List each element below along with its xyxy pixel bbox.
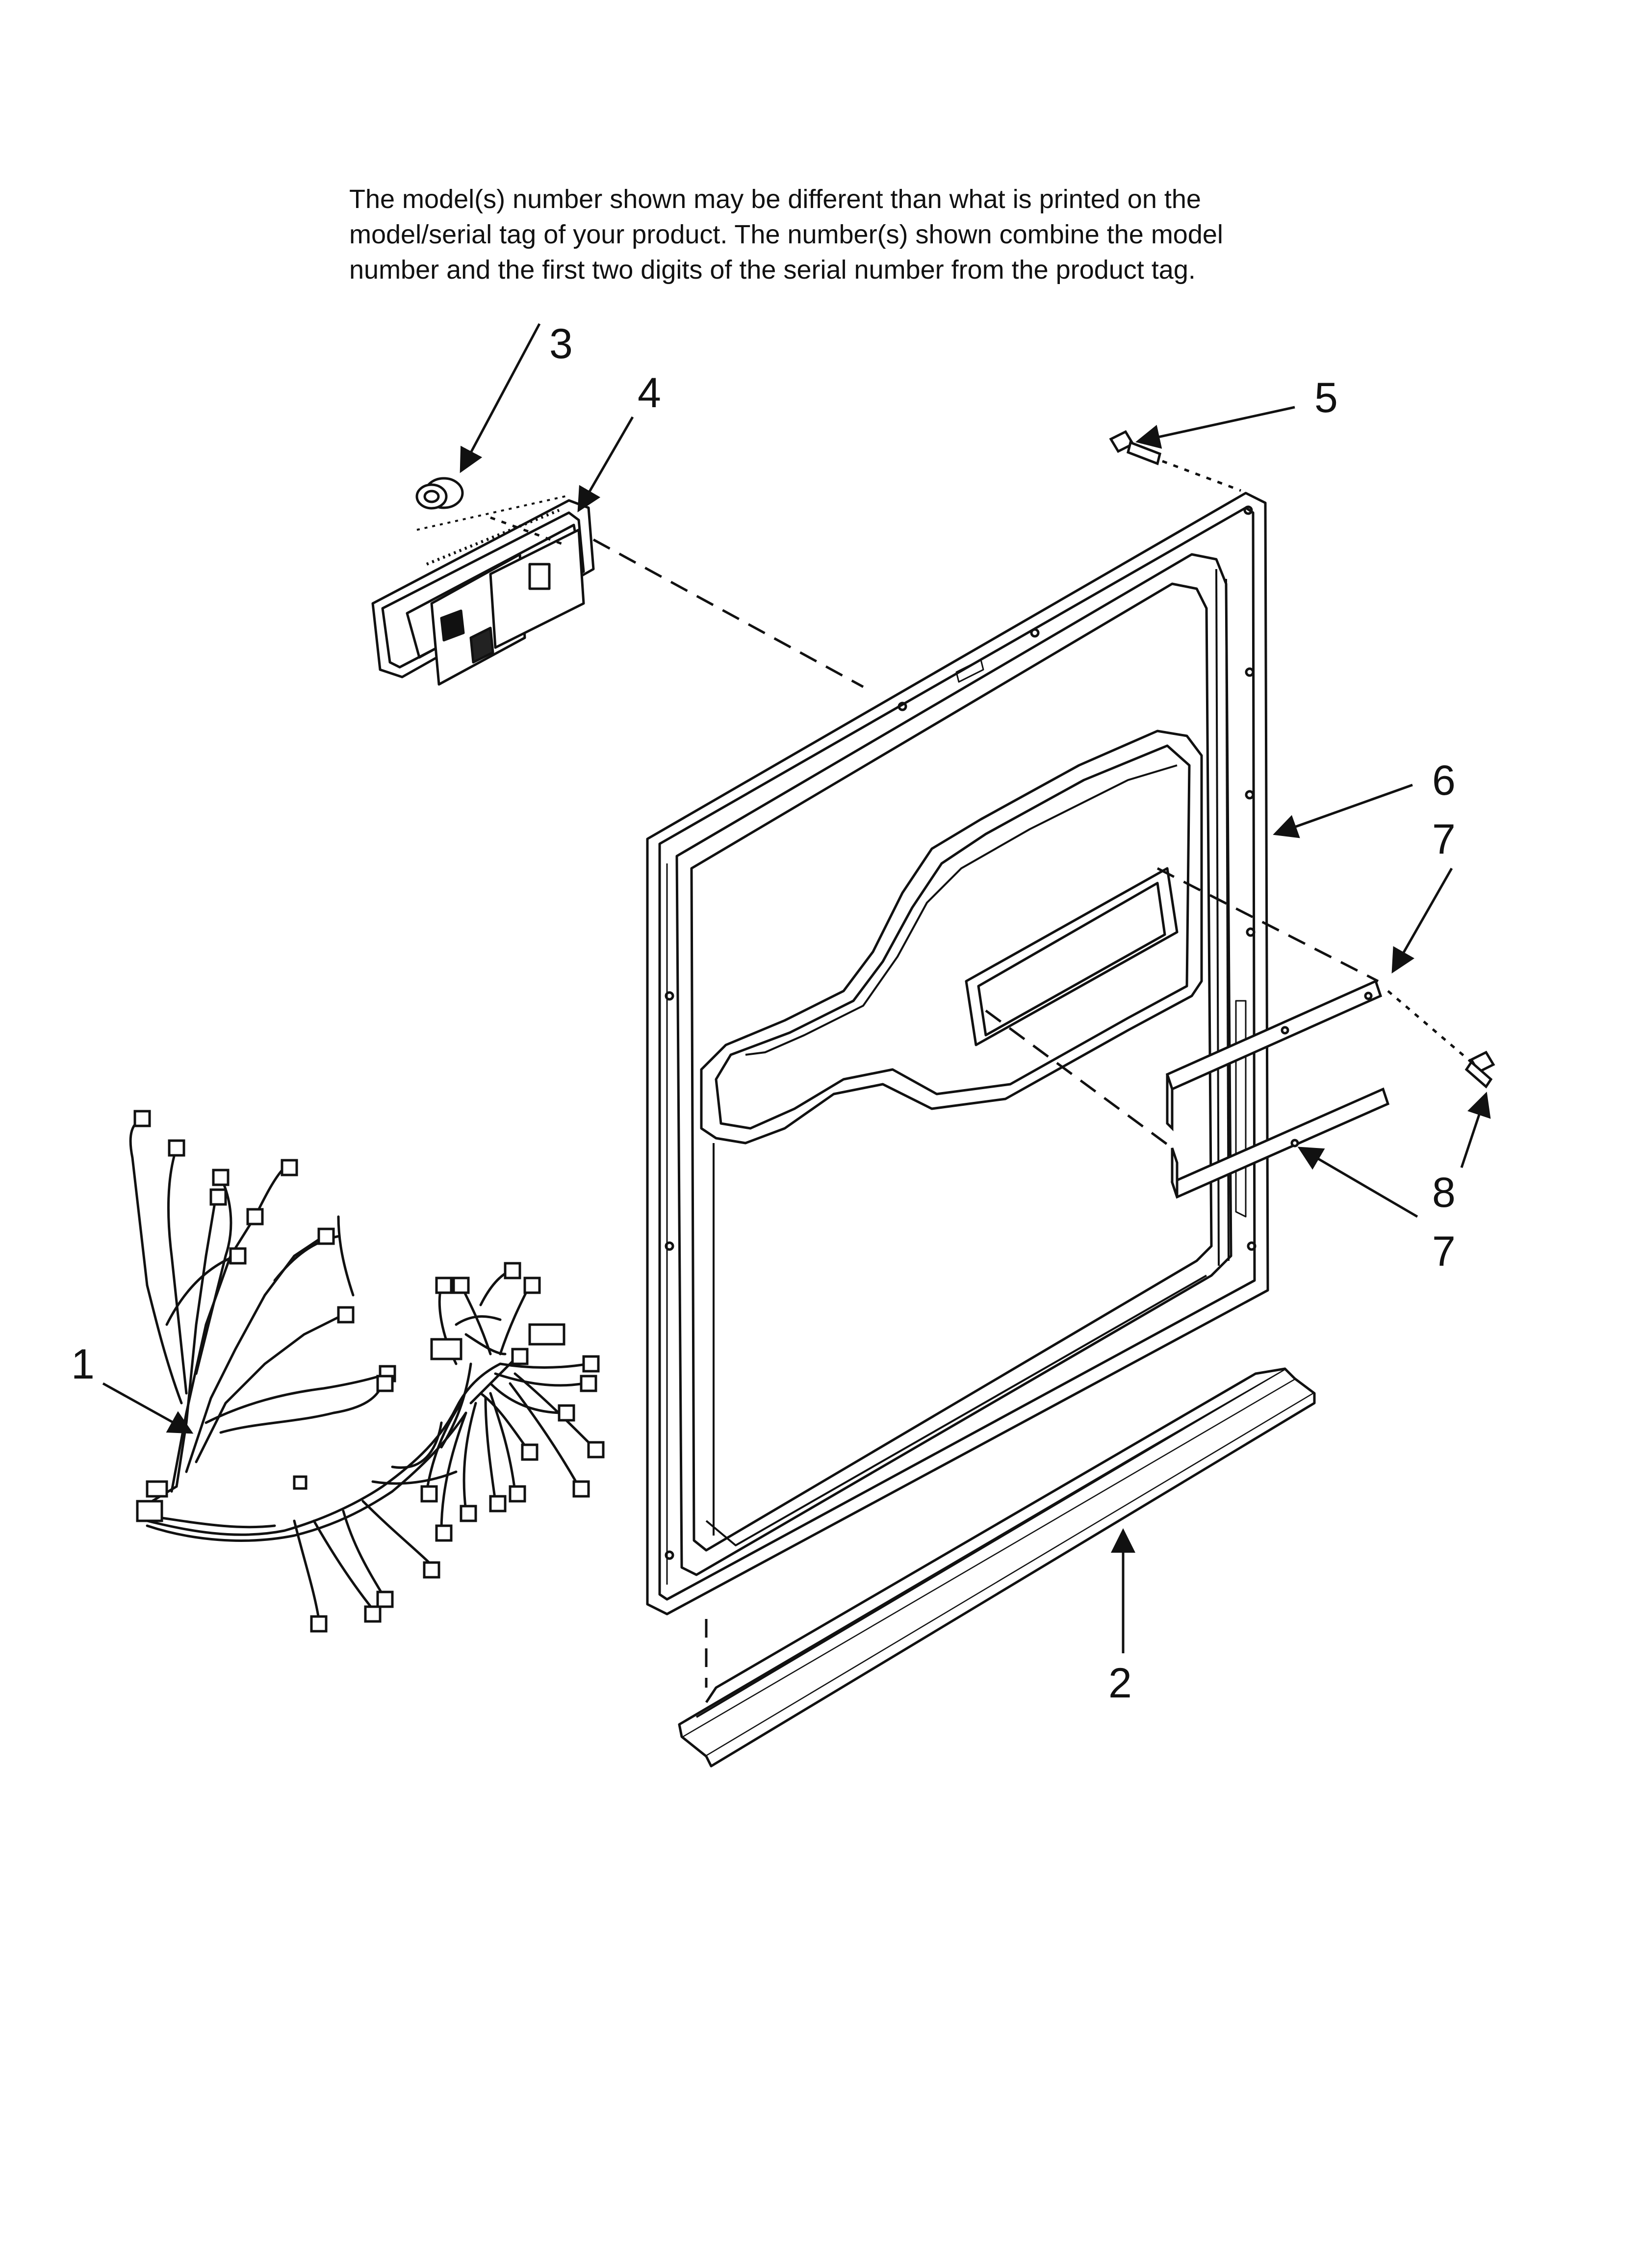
callout-2: 2 xyxy=(1108,1660,1132,1707)
arrow-to-part-7-upper xyxy=(1391,867,1453,974)
callout-7-lower: 7 xyxy=(1432,1228,1456,1275)
inner-door-panel xyxy=(646,492,1269,1616)
model-number-note: The model(s) number shown may be differe… xyxy=(349,182,1477,287)
arrow-to-part-1 xyxy=(102,1382,194,1434)
callout-5: 5 xyxy=(1314,374,1338,421)
callout-3: 3 xyxy=(549,320,573,367)
note-line-2: model/serial tag of your product. The nu… xyxy=(349,220,1223,249)
arrow-to-part-6 xyxy=(1273,783,1413,838)
arrow-to-part-7-lower xyxy=(1297,1147,1418,1218)
callout-7-upper: 7 xyxy=(1432,816,1456,863)
note-line-1: The model(s) number shown may be differe… xyxy=(349,184,1201,214)
callout-6: 6 xyxy=(1432,757,1456,804)
alignment-lines xyxy=(490,460,1472,1688)
control-button xyxy=(415,477,464,510)
electronic-control-module xyxy=(371,495,595,686)
callout-arrows xyxy=(102,323,1491,1653)
top-screw xyxy=(1109,430,1161,466)
wire-harness xyxy=(129,1110,605,1633)
arrow-to-part-3 xyxy=(460,323,541,473)
callout-4: 4 xyxy=(638,369,661,417)
mounting-bracket-upper xyxy=(1165,979,1383,1132)
arrow-to-part-8 xyxy=(1460,1092,1491,1168)
bracket-screw xyxy=(1464,1050,1495,1089)
arrow-to-part-5 xyxy=(1135,406,1295,449)
mounting-bracket-lower xyxy=(1170,1087,1390,1199)
callout-8: 8 xyxy=(1432,1169,1456,1216)
callout-1: 1 xyxy=(71,1341,95,1388)
note-line-3: number and the first two digits of the s… xyxy=(349,255,1196,285)
arrow-to-part-4 xyxy=(577,416,634,513)
bottom-door-seal xyxy=(678,1367,1316,1768)
